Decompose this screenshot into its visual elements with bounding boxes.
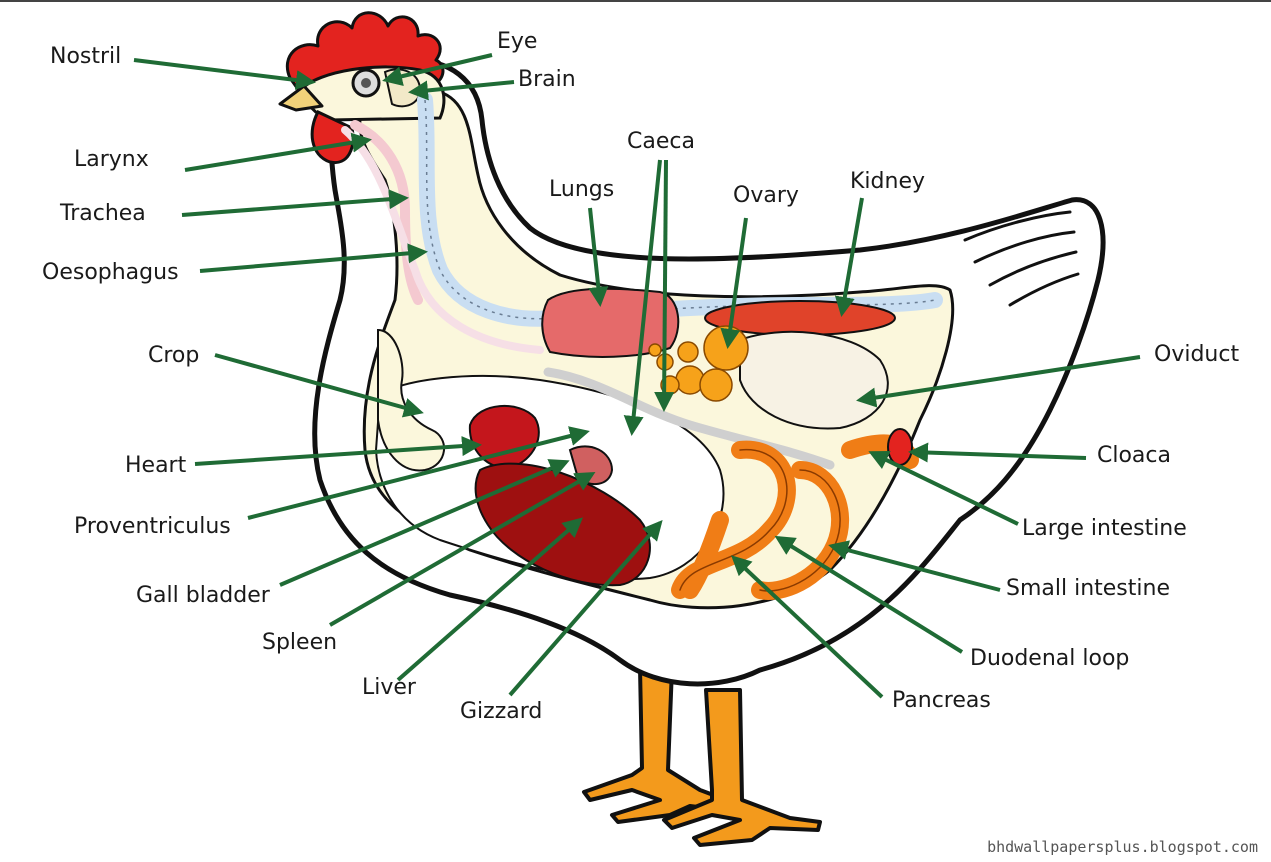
eye-pupil	[361, 78, 371, 88]
arrow-crop	[214, 353, 424, 418]
arrow-pancreas	[731, 555, 884, 699]
caeca-organ	[543, 367, 835, 470]
arrow-duodenal-loop	[774, 535, 964, 654]
arrow-caeca-right	[654, 159, 675, 412]
legs	[582, 666, 822, 847]
arrow-caeca-left	[623, 159, 662, 436]
label-caeca: Caeca	[627, 129, 695, 154]
arrow-kidney	[834, 197, 864, 317]
arrow-lungs	[588, 207, 609, 307]
label-gizzard: Gizzard	[460, 699, 542, 724]
label-eye: Eye	[497, 29, 537, 54]
label-gall-bladder: Gall bladder	[136, 583, 271, 608]
label-trachea: Trachea	[59, 201, 146, 226]
arrow-gizzard	[508, 519, 663, 697]
arrow-larynx	[184, 132, 372, 172]
label-nostril: Nostril	[50, 44, 121, 69]
arrow-proventriculus	[247, 426, 590, 520]
arrow-trachea	[181, 189, 409, 217]
label-pancreas: Pancreas	[892, 688, 991, 713]
label-small-intestine: Small intestine	[1006, 576, 1170, 601]
label-ovary: Ovary	[733, 183, 799, 208]
label-brain: Brain	[518, 67, 576, 92]
oesophagus-tube	[341, 126, 544, 354]
watermark: bhdwallpapersplus.blogspot.com	[987, 838, 1258, 856]
labels: Nostril Eye Brain Larynx Trachea Oesopha…	[42, 29, 1239, 724]
label-large-intestine: Large intestine	[1022, 516, 1187, 541]
arrow-spleen	[329, 472, 596, 627]
label-oesophagus: Oesophagus	[42, 260, 179, 285]
right-leg	[662, 688, 822, 847]
oviduct-organ	[739, 330, 889, 430]
label-spleen: Spleen	[262, 630, 337, 655]
label-crop: Crop	[148, 343, 199, 368]
left-leg	[582, 666, 742, 824]
beak	[278, 84, 324, 112]
arrow-ovary	[720, 217, 748, 349]
arrow-oesophagus	[199, 243, 428, 273]
pointer-arrows	[133, 53, 1141, 699]
label-duodenal-loop: Duodenal loop	[970, 646, 1129, 671]
crop-pouch	[377, 328, 446, 472]
arrow-eye	[382, 53, 493, 87]
arrow-gall-bladder	[279, 459, 570, 587]
label-oviduct: Oviduct	[1154, 342, 1239, 367]
trachea-tube	[350, 120, 423, 305]
label-kidney: Kidney	[850, 169, 925, 194]
arrow-heart	[194, 436, 482, 466]
arrow-oviduct	[856, 355, 1141, 408]
label-larynx: Larynx	[74, 147, 149, 172]
label-heart: Heart	[125, 453, 187, 478]
arrow-brain	[408, 80, 515, 101]
top-border-line	[0, 0, 1271, 2]
arrow-small-intestine	[828, 540, 1001, 592]
arrow-cloaca	[908, 442, 1087, 463]
cloaca-organ	[887, 428, 913, 466]
arrow-liver	[396, 517, 584, 682]
arrow-large-intestine	[868, 451, 1019, 526]
label-lungs: Lungs	[549, 177, 614, 202]
tail-feathers	[963, 210, 1080, 307]
label-liver: Liver	[362, 675, 417, 700]
label-cloaca: Cloaca	[1097, 443, 1171, 468]
label-proventriculus: Proventriculus	[74, 514, 231, 539]
arrow-nostril	[133, 58, 316, 90]
